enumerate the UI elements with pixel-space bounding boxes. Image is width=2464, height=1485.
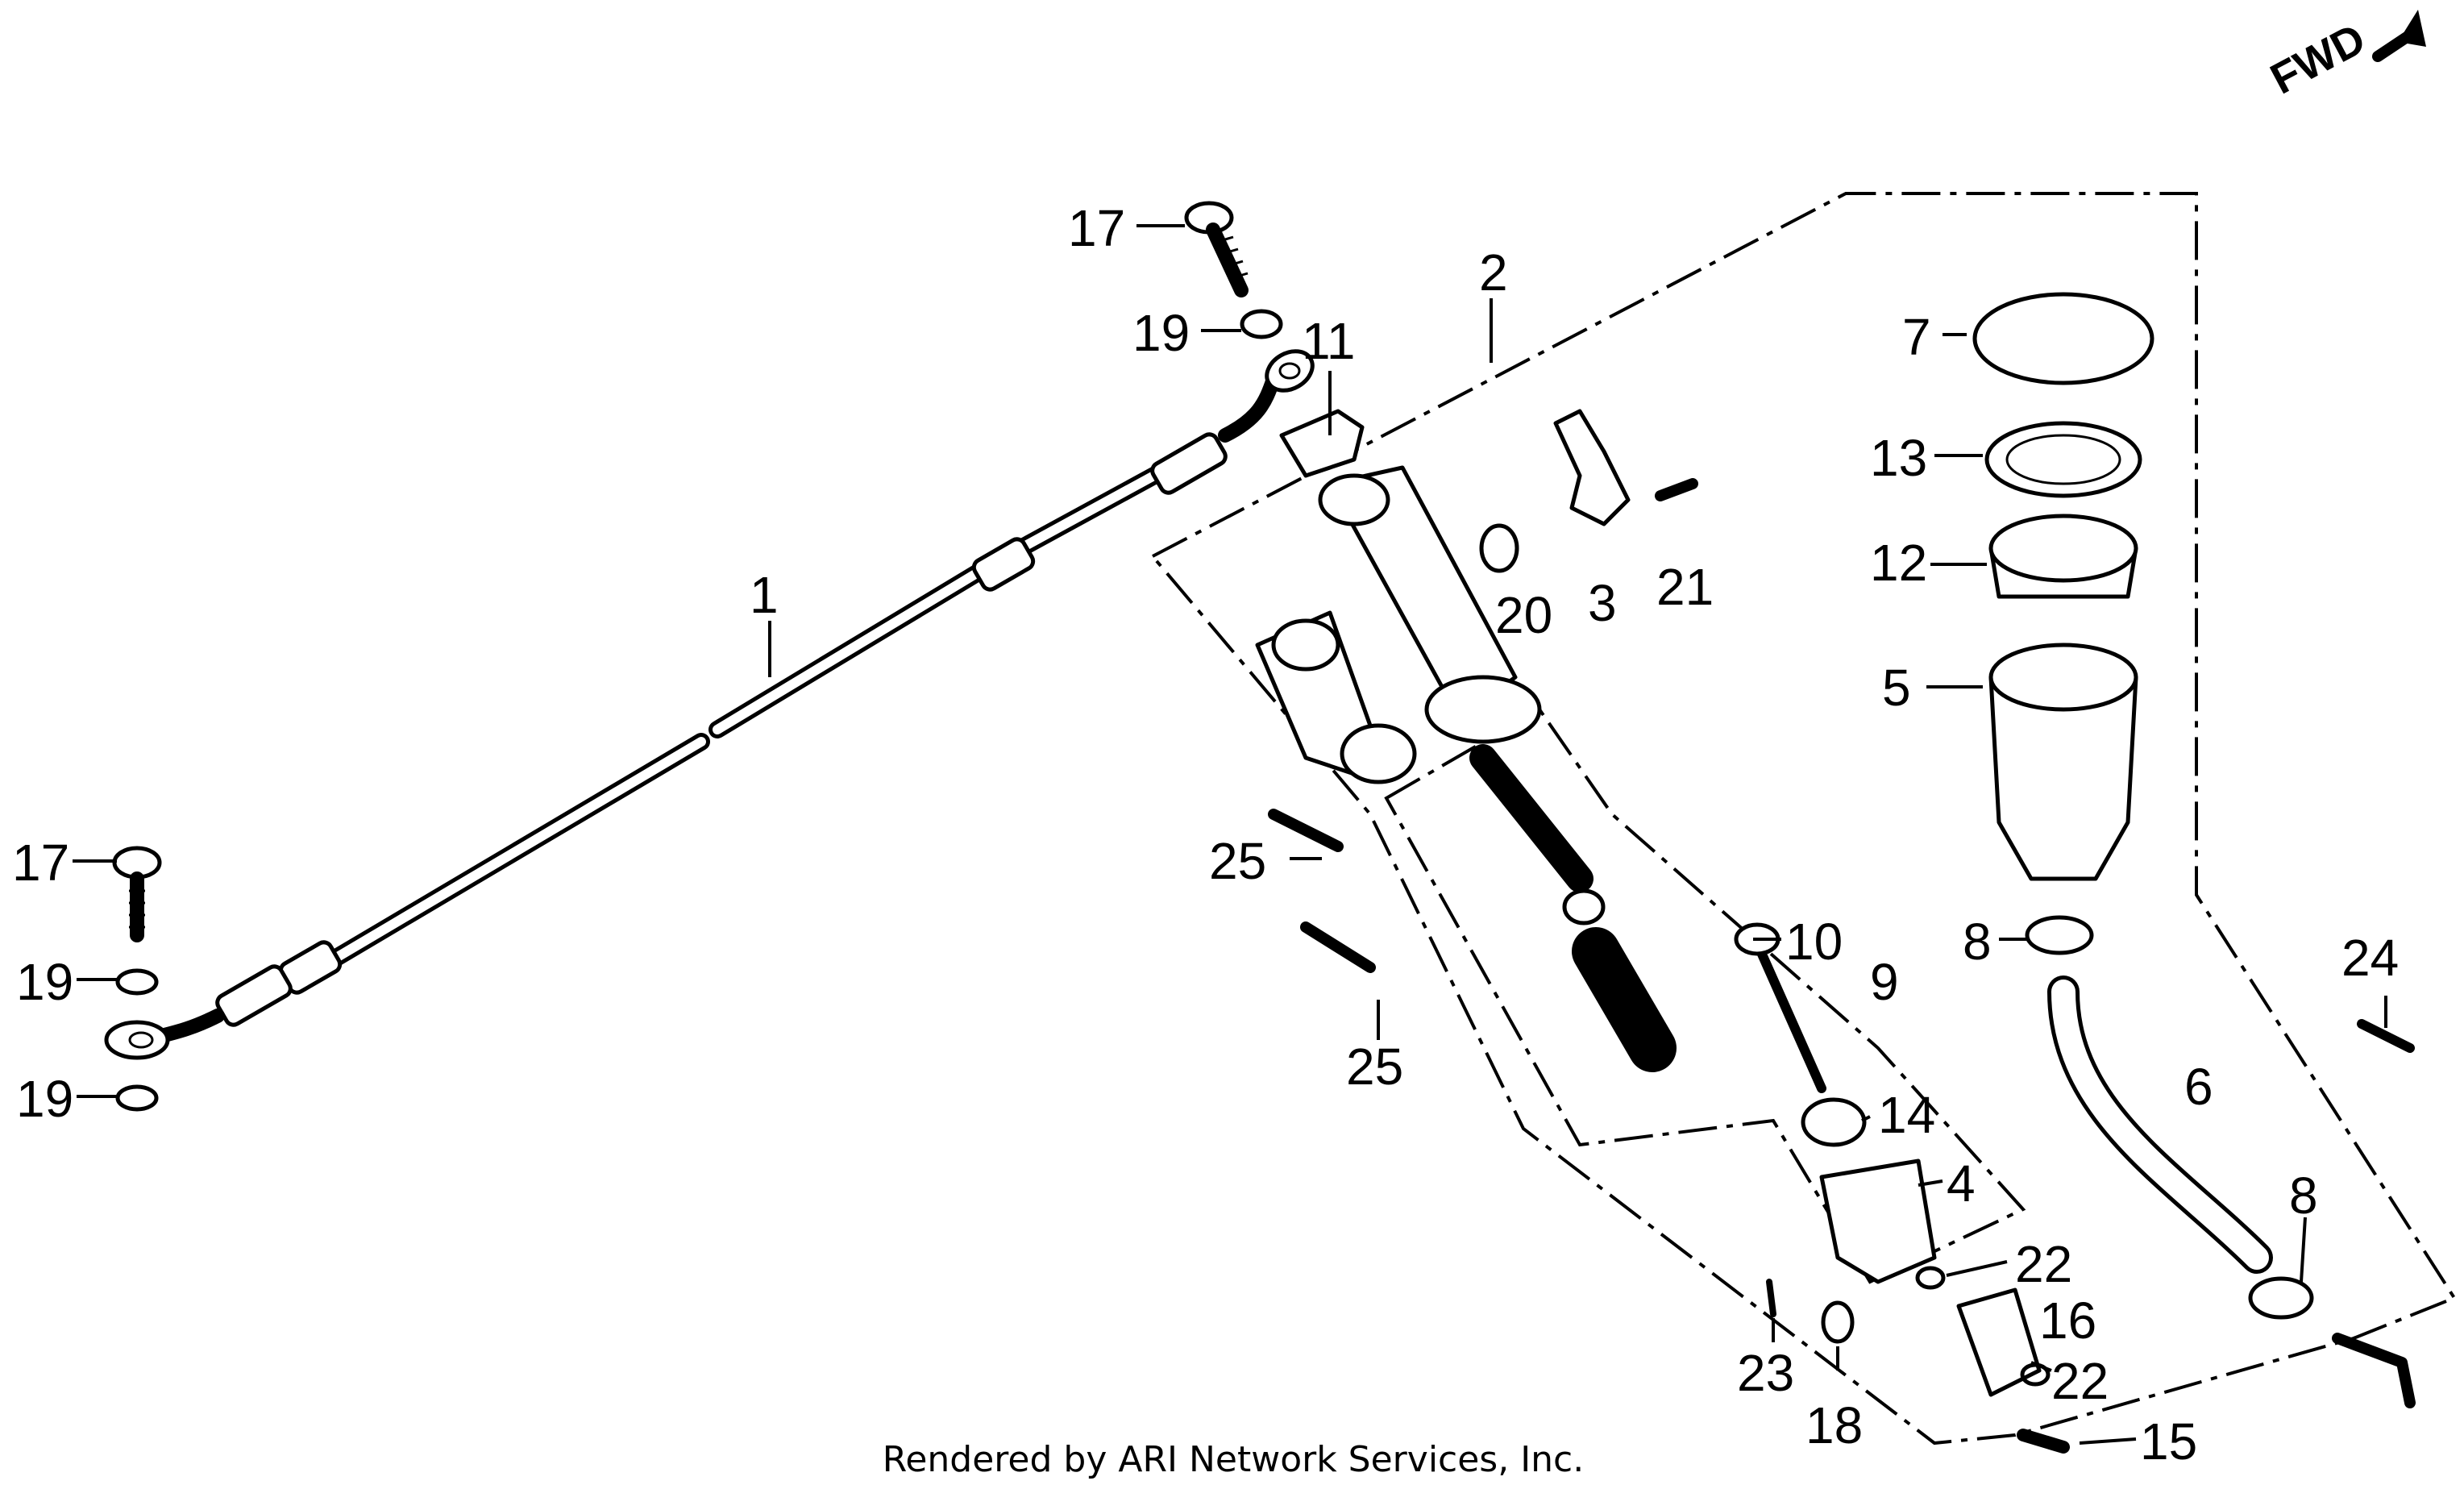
brake-pedal-arm <box>2332 1333 2416 1408</box>
circlip <box>1801 1097 1867 1147</box>
callout-5: 5 <box>1882 659 1911 717</box>
footer-credit: Rendered by ARI Network Services, Inc. <box>883 1439 1585 1480</box>
callout-8-upper: 8 <box>1963 913 1992 971</box>
callout-12: 12 <box>1870 534 1927 592</box>
bolt-24 <box>2357 1019 2415 1053</box>
washer-18 <box>1821 1300 1855 1344</box>
callout-2: 2 <box>1479 243 1508 302</box>
callout-8-lower: 8 <box>2289 1167 2318 1225</box>
callout-18: 18 <box>1805 1396 1863 1454</box>
brake-hose <box>104 349 1315 1060</box>
callout-13: 13 <box>1870 429 1927 487</box>
fwd-arrow-shaft <box>2372 27 2420 62</box>
callout-6: 6 <box>2184 1058 2213 1116</box>
joint-16 <box>1956 1287 2042 1397</box>
callout-24: 24 <box>2341 929 2399 987</box>
callout-1: 1 <box>750 566 779 624</box>
assembly-boundary-outer <box>1149 192 2457 1445</box>
callout-22-upper: 22 <box>2015 1235 2072 1293</box>
union-bolt-upper <box>1184 201 1249 297</box>
callout-19-middle: 19 <box>16 953 73 1011</box>
nut-22-upper <box>1915 1266 1946 1290</box>
reservoir-cap <box>1972 292 2154 385</box>
fwd-label: FWD <box>2262 15 2373 104</box>
callout-20: 20 <box>1495 586 1552 644</box>
sealing-washer-1 <box>1240 309 1283 339</box>
bolt-25-lower <box>1300 921 1376 973</box>
callout-labels: 1 2 3 4 5 6 7 8 8 9 10 11 12 13 14 15 16… <box>12 199 2399 1470</box>
sealing-washer-3 <box>115 1084 159 1112</box>
push-rod <box>1752 938 1826 1093</box>
callout-19-upper: 19 <box>1132 304 1190 362</box>
hose-clip-lower <box>2248 1276 2314 1320</box>
callout-19-lower: 19 <box>16 1070 73 1128</box>
boot <box>1819 1158 1937 1284</box>
pin-15 <box>2017 1429 2070 1454</box>
callout-25-lower: 25 <box>1346 1038 1403 1096</box>
callout-10: 10 <box>1785 913 1843 971</box>
sealing-washer-2 <box>115 968 159 996</box>
callout-4: 4 <box>1947 1154 1976 1213</box>
callout-25-upper: 25 <box>1209 832 1266 890</box>
callout-17-lower: 17 <box>12 834 69 892</box>
callout-11: 11 <box>1302 312 1355 370</box>
callout-14: 14 <box>1878 1086 1935 1144</box>
bolt-25-upper <box>1268 809 1344 852</box>
callout-3: 3 <box>1588 574 1617 632</box>
hose-guide <box>1279 409 1365 478</box>
hose-joint <box>1553 409 1631 526</box>
callout-17-upper: 17 <box>1068 199 1125 257</box>
master-cylinder-body <box>1255 465 1542 784</box>
callout-16: 16 <box>2039 1292 2096 1350</box>
callout-7: 7 <box>1902 308 1931 366</box>
callout-15: 15 <box>2140 1412 2197 1470</box>
assembly-boundary-piston <box>1384 707 2026 1284</box>
forward-direction-indicator: FWD <box>2262 10 2426 104</box>
primary-cup <box>1562 888 1606 926</box>
union-bolt-lower <box>112 846 162 942</box>
callout-21: 21 <box>1656 558 1714 616</box>
cotter-pin-23 <box>1766 1279 1776 1317</box>
callout-9: 9 <box>1870 953 1899 1011</box>
callout-23: 23 <box>1737 1344 1794 1402</box>
piston <box>1572 927 1677 1072</box>
leader-lines <box>73 224 2387 1445</box>
callout-22-lower: 22 <box>2051 1352 2109 1410</box>
hose-clip-upper <box>2025 915 2094 955</box>
spring <box>1469 744 1593 892</box>
screw-21 <box>1655 478 1698 501</box>
o-ring <box>1479 523 1519 573</box>
